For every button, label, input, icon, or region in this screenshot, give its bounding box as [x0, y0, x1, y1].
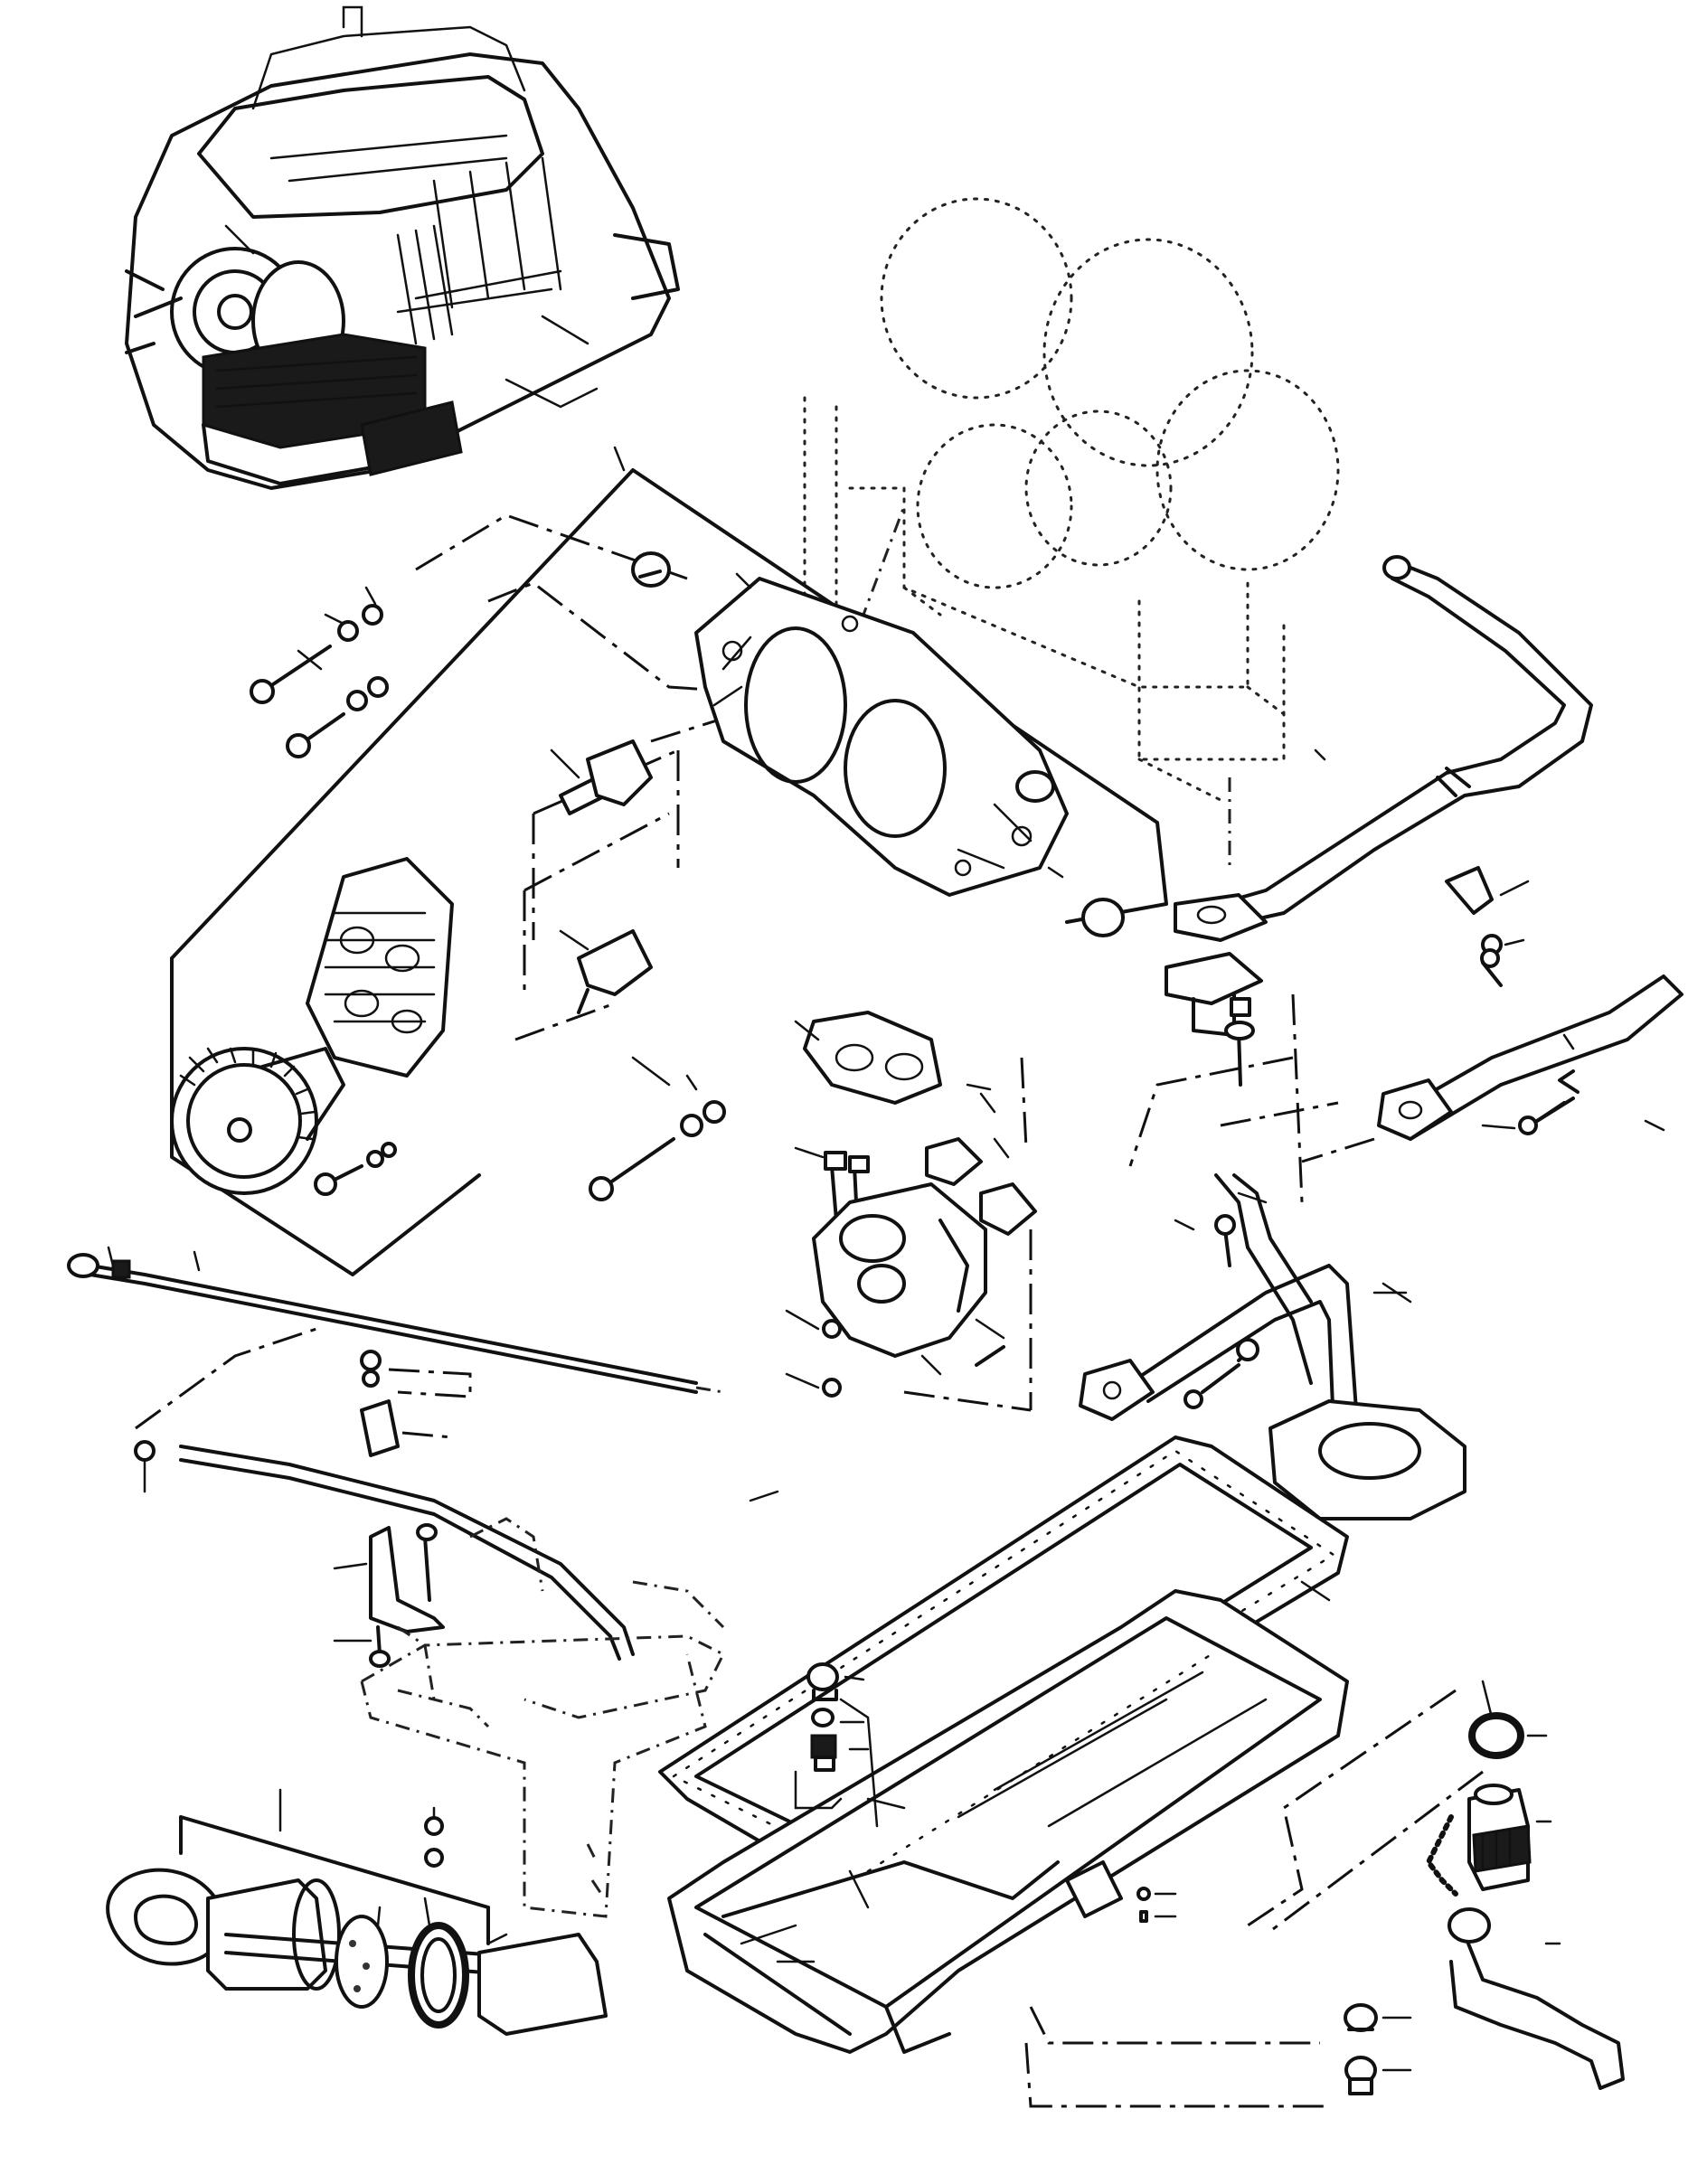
strainer-bolt	[1201, 1363, 1240, 1394]
pipe-end-top	[1382, 555, 1411, 580]
strainer-flange	[1079, 1359, 1155, 1421]
drain-plug-lower	[1344, 2003, 1378, 2032]
oil-strainer-group	[1079, 1173, 1466, 1520]
pipe-clamp-1	[1445, 866, 1494, 915]
gasket-small-1	[925, 1137, 983, 1186]
drain-plug-set-left	[794, 1662, 870, 1810]
guide-clamp	[360, 1399, 400, 1457]
oil-pipe-group-upper	[1128, 555, 1683, 1203]
index-leader-lines	[613, 446, 1575, 1602]
oil-seal-upper	[631, 551, 671, 588]
pipe-flange	[1165, 952, 1263, 1005]
plug-1	[806, 1662, 839, 1691]
dipstick-group	[67, 1246, 724, 1668]
filler-o-ring	[1468, 1712, 1524, 1759]
mounting-bracket-ghost	[360, 1517, 726, 1918]
guide-tube-end	[477, 1933, 608, 2036]
cylinder-block-ghost-outline	[803, 197, 1340, 868]
idler-hub	[577, 929, 653, 996]
engine-overview-illustration	[125, 5, 680, 490]
oil-seal-lower	[1081, 898, 1125, 937]
bracket-bolt	[376, 1625, 382, 1656]
gasket-small-2	[979, 1182, 1037, 1236]
dipstick-guide-tube	[179, 1445, 635, 1656]
guide-bracket	[369, 1526, 445, 1633]
oil-pump-body-group	[785, 1011, 1037, 1412]
bolt-1	[260, 645, 332, 693]
pipe-flange-2	[1377, 1078, 1453, 1141]
dipstick	[89, 1264, 698, 1385]
filler-neck	[1448, 1907, 1491, 1944]
bolt-4	[599, 1137, 675, 1191]
seal-washer	[335, 1915, 389, 2009]
pan-bolts	[1024, 1887, 1412, 2108]
oil-pan	[667, 1589, 1349, 2054]
oil-filler-group	[1247, 1680, 1625, 2090]
pipe-flange-gasket	[1174, 893, 1268, 942]
front-cover-plate	[694, 577, 1069, 897]
strainer-screen	[1268, 1399, 1466, 1520]
front-cover-assembly-group	[170, 468, 1168, 1276]
dipstick-seal-detail	[106, 1788, 608, 2036]
